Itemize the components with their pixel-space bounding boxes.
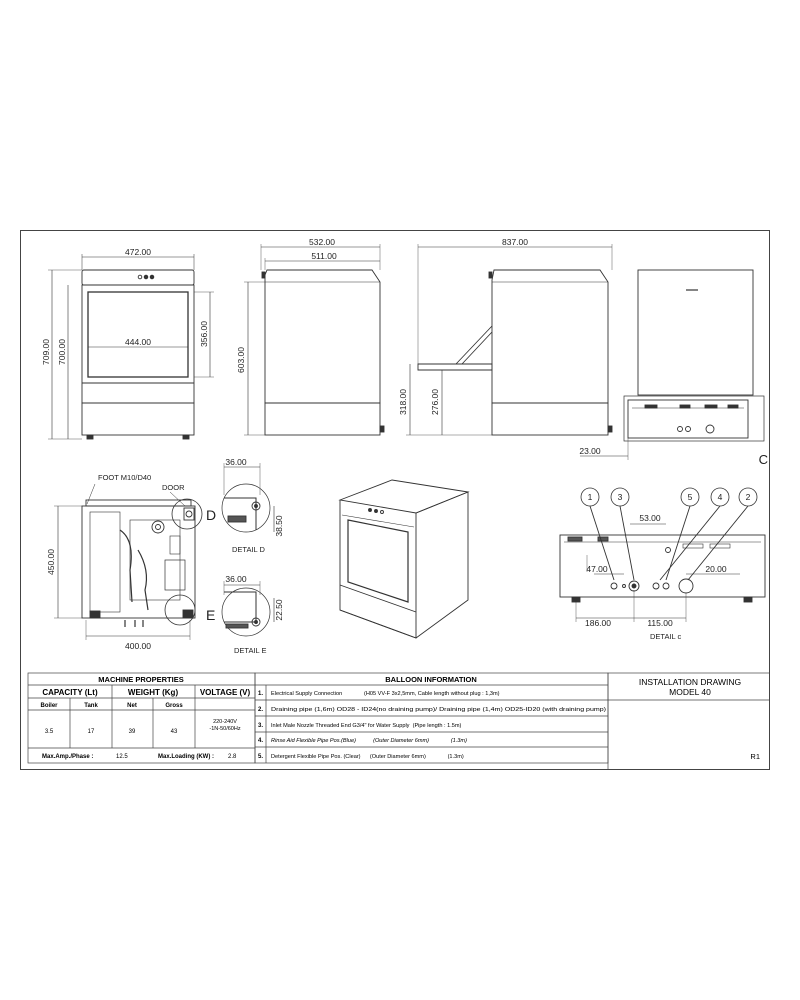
machine-properties-table <box>27 672 256 764</box>
door-label: DOOR <box>162 483 185 492</box>
title-line-2: MODEL 40 <box>669 687 711 697</box>
balloon-3-label: 3 <box>618 492 623 502</box>
dim-front-total-height: 709.00 <box>41 339 51 365</box>
title-line-1: INSTALLATION DRAWING <box>639 677 741 687</box>
view-letter-c: C <box>759 452 768 467</box>
dim-detail-e-width: 36.00 <box>225 574 247 584</box>
balloon-row-5-number: 5. <box>258 754 263 760</box>
dim-back-offset: 23.00 <box>579 446 601 456</box>
dim-top-width: 400.00 <box>125 641 151 651</box>
detail-e <box>221 581 275 637</box>
dim-door-inner-height: 276.00 <box>430 389 440 415</box>
detail-c-balloons: 1 3 5 4 2 <box>580 487 758 507</box>
balloon-row-1-number: 1. <box>258 691 263 697</box>
max-amp-value: 12.5 <box>116 754 128 760</box>
weight-header: WEIGHT (Kg) <box>128 688 179 697</box>
voltage-line2: -1N-50/60Hz <box>209 726 240 732</box>
detail-e-caption: DETAIL E <box>234 646 267 655</box>
dim-front-width: 472.00 <box>125 247 151 257</box>
detail-e-letter: E <box>206 607 215 623</box>
dim-detail-e-height: 22.50 <box>274 599 284 621</box>
max-loading-label: Max.Loading (KW) : <box>158 754 214 760</box>
max-amp-label: Max.Amp./Phase : <box>42 754 93 760</box>
detail-d-letter: D <box>206 507 216 523</box>
technical-drawing: 472.00 444.00 709.00 700.00 356.00 532.0… <box>20 230 771 771</box>
balloon-row-1-text: Electrical Supply Connection (H05 VV-F 3… <box>271 691 500 697</box>
dim-open-depth: 837.00 <box>502 237 528 247</box>
balloon-row-4-number: 4. <box>258 738 263 744</box>
revision-label: R1 <box>750 752 760 761</box>
dim-detail-c-47: 47.00 <box>586 564 608 574</box>
balloon-row-4-text: Rinse Aid Flexible Pipe Pos.(Blue) (Oute… <box>271 738 467 744</box>
balloon-4: 4 <box>710 487 730 507</box>
dim-front-body-height: 700.00 <box>57 339 67 365</box>
balloon-row-3-number: 3. <box>258 723 263 729</box>
net-value: 39 <box>129 729 136 735</box>
sheet-border <box>20 230 770 770</box>
max-loading-value: 2.8 <box>228 754 237 760</box>
balloon-4-label: 4 <box>718 492 723 502</box>
balloon-1: 1 <box>580 487 600 507</box>
balloon-information-table <box>254 672 609 764</box>
balloon-row-2-text: Draining pipe (1,6m) OD28 - ID24(no drai… <box>271 707 606 713</box>
open-door-view <box>406 244 613 436</box>
top-view <box>54 483 203 640</box>
balloon-2: 2 <box>738 487 758 507</box>
drawing-sheet: 472.00 444.00 709.00 700.00 356.00 532.0… <box>20 230 771 771</box>
detail-d-caption: DETAIL D <box>232 545 266 554</box>
dim-front-inner-width: 444.00 <box>125 337 151 347</box>
boiler-label: Boiler <box>40 703 58 709</box>
net-label: Net <box>127 703 137 709</box>
detail-c <box>559 505 766 622</box>
dim-detail-d-height: 38.50 <box>274 515 284 537</box>
balloon-1-label: 1 <box>588 492 593 502</box>
balloon-row-2-number: 2. <box>258 707 263 713</box>
dim-side-depth: 532.00 <box>309 237 335 247</box>
detail-c-caption: DETAIL c <box>650 632 682 641</box>
dim-detail-c-186: 186.00 <box>585 618 611 628</box>
voltage-line1: 220-240V <box>213 719 237 725</box>
front-view <box>48 254 214 440</box>
dim-detail-c-20: 20.00 <box>705 564 727 574</box>
voltage-header: VOLTAGE (V) <box>200 688 251 697</box>
back-view <box>580 269 765 460</box>
tank-value: 17 <box>88 729 95 735</box>
balloon-row-5-text: Detergent Flexible Pipe Pos. (Clear) (Ou… <box>271 754 464 760</box>
balloon-2-label: 2 <box>746 492 751 502</box>
balloon-3: 3 <box>610 487 630 507</box>
balloon-information-title: BALLOON INFORMATION <box>385 675 477 684</box>
machine-properties-title: MACHINE PROPERTIES <box>98 675 183 684</box>
capacity-header: CAPACITY (Lt) <box>42 688 98 697</box>
dim-top-height: 450.00 <box>46 549 56 575</box>
balloon-row-3-text: Inlet Male Nozzle Threaded End G3/4" for… <box>271 723 462 729</box>
foot-label: FOOT M10/D40 <box>98 473 151 482</box>
dim-detail-c-115: 115.00 <box>647 618 673 628</box>
gross-value: 43 <box>171 729 178 735</box>
isometric-view <box>338 479 470 639</box>
dim-side-body-depth: 511.00 <box>311 251 337 261</box>
side-view <box>244 244 385 436</box>
dim-detail-d-width: 36.00 <box>225 457 247 467</box>
detail-d <box>221 463 275 533</box>
dim-door-open-height: 318.00 <box>398 389 408 415</box>
balloon-5: 5 <box>680 487 700 507</box>
boiler-value: 3.5 <box>45 729 54 735</box>
dim-side-height: 603.00 <box>236 347 246 373</box>
dim-door-height: 356.00 <box>199 321 209 347</box>
tank-label: Tank <box>84 703 98 709</box>
balloon-information-rows: 1. Electrical Supply Connection (H05 VV-… <box>258 691 606 760</box>
dim-detail-c-53: 53.00 <box>639 513 661 523</box>
balloon-5-label: 5 <box>688 492 693 502</box>
gross-label: Gross <box>165 703 183 709</box>
